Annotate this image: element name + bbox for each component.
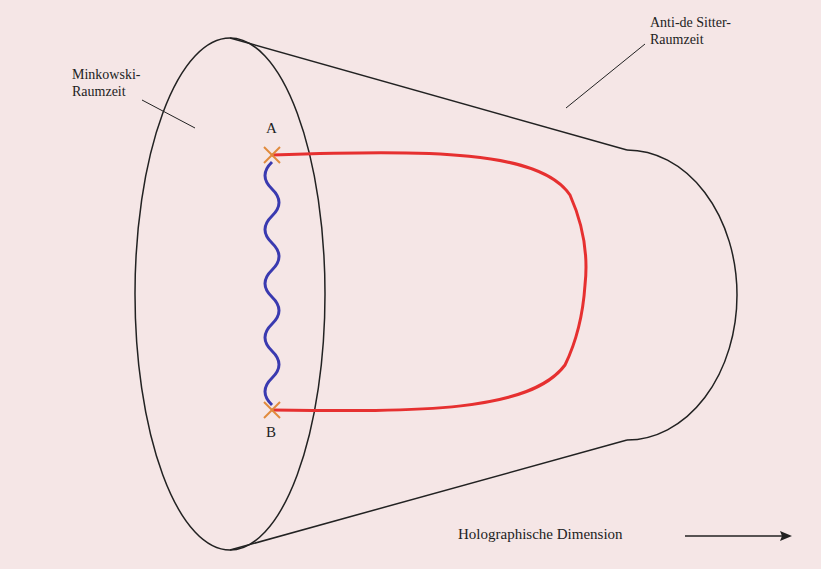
arrow-head (780, 531, 792, 541)
leader-line (566, 44, 645, 108)
point-marker (264, 402, 280, 418)
point-label: B (266, 424, 286, 441)
region-label: Minkowski- Raumzeit (72, 66, 152, 100)
bulk-geodesic (272, 153, 586, 411)
leader-line (142, 100, 195, 128)
axis-arrow (685, 535, 782, 537)
boundary-ellipse (135, 38, 325, 550)
cone-cap (627, 150, 737, 440)
region-label: Anti-de Sitter- Raumzeit (650, 14, 760, 48)
boundary-string (265, 162, 279, 405)
axis-label: Holographische Dimension (458, 526, 678, 543)
cone-edge (230, 38, 627, 150)
point-marker (264, 147, 280, 163)
point-label: A (266, 120, 286, 137)
